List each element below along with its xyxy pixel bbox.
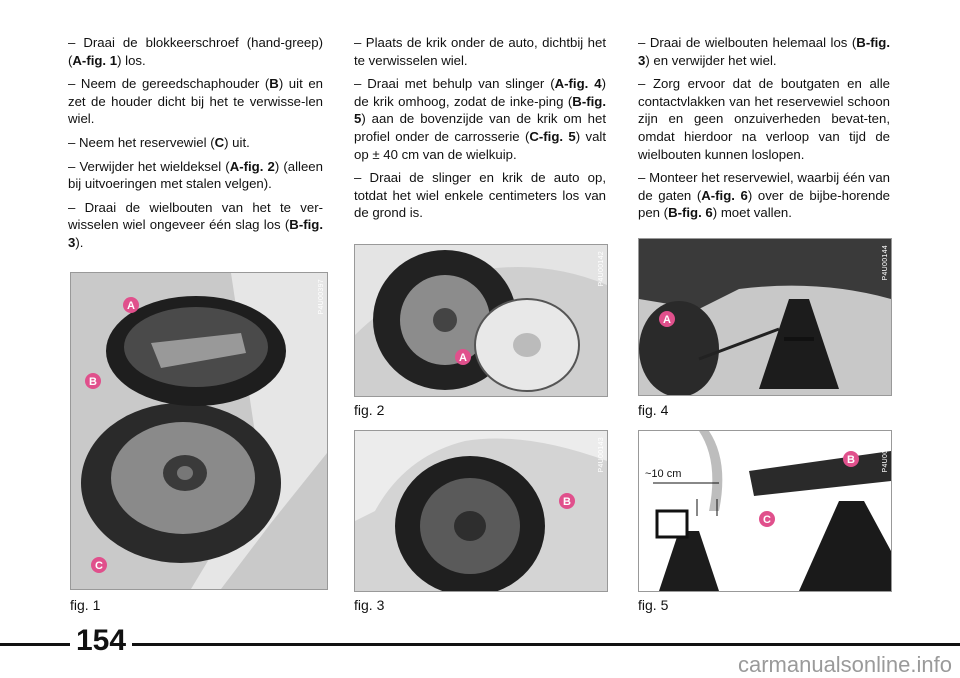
paragraph: – Plaats de krik onder de auto, dichtbij… (354, 35, 606, 68)
figure-5-caption: fig. 5 (638, 597, 669, 613)
marker-b-label: B (89, 376, 97, 388)
figure-2-wheel-cover: A P4U00142 (354, 244, 608, 397)
marker-c (91, 557, 107, 573)
marker-c (759, 511, 775, 527)
figure-code: P4U00142 (598, 251, 605, 287)
figure-2-caption: fig. 2 (354, 402, 385, 418)
marker-a-label: A (459, 352, 467, 364)
paragraph: – Zorg ervoor dat de boutgaten en alle c… (638, 76, 890, 162)
figure-1-spare-wheel-well: A B C P4U00397 (70, 272, 328, 590)
paragraph: – Monteer het reservewiel, waarbij één v… (638, 170, 891, 221)
figure-code: P4U00397 (318, 279, 325, 315)
footer-rule (0, 643, 960, 646)
marker-c-label: C (95, 560, 103, 572)
figure-code: P4U00144 (882, 245, 889, 281)
watermark: carmanualsonline.info (737, 652, 952, 677)
figure-1-caption: fig. 1 (70, 597, 101, 613)
figure-code: P4U00143 (598, 437, 605, 473)
marker-b (85, 373, 101, 389)
dimension-label: ~10 cm (645, 468, 681, 480)
marker-c-label: C (763, 514, 771, 526)
paragraph: – Draai de wielbouten van het te ver-wis… (68, 199, 323, 250)
figure-5-jack-position: ~10 cm B C P4U00145 (638, 430, 892, 592)
marker-a (455, 349, 471, 365)
paragraph: – Verwijder het wieldeksel (A-fig. 2) (a… (68, 158, 323, 192)
text-column-3: – Draai de wielbouten helemaal los (B-fi… (638, 34, 890, 228)
marker-b (559, 493, 575, 509)
paragraph: – Draai de slinger en krik de auto op, t… (354, 170, 606, 221)
figure-4-caption: fig. 4 (638, 402, 669, 418)
text-column-1: – Draai de blokkeerschroef (hand-greep) … (68, 34, 323, 258)
marker-a (659, 311, 675, 327)
marker-b-label: B (847, 454, 855, 466)
figure-3-caption: fig. 3 (354, 597, 385, 613)
text-column-2: – Plaats de krik onder de auto, dichtbij… (354, 34, 606, 228)
marker-a (123, 297, 139, 313)
paragraph: – Neem het reservewiel (C) uit. (68, 134, 250, 150)
marker-b-label: B (563, 496, 571, 508)
paragraph: – Draai de wielbouten helemaal los (B-fi… (638, 35, 890, 68)
marker-b (843, 451, 859, 467)
paragraph: – Draai de blokkeerschroef (hand-greep) … (68, 35, 323, 68)
figure-4-jack-crank: A P4U00144 (638, 238, 892, 396)
figure-3-wheel-bolts: B P4U00143 (354, 430, 608, 592)
marker-a-label: A (127, 300, 135, 312)
page-number: 154 (70, 624, 133, 658)
paragraph: – Neem de gereedschaphouder (B) uit en z… (68, 76, 323, 127)
paragraph: – Draai met behulp van slinger (A-fig. 4… (354, 76, 606, 162)
figure-code: P4U00145 (882, 437, 889, 473)
marker-a-label: A (663, 314, 671, 326)
